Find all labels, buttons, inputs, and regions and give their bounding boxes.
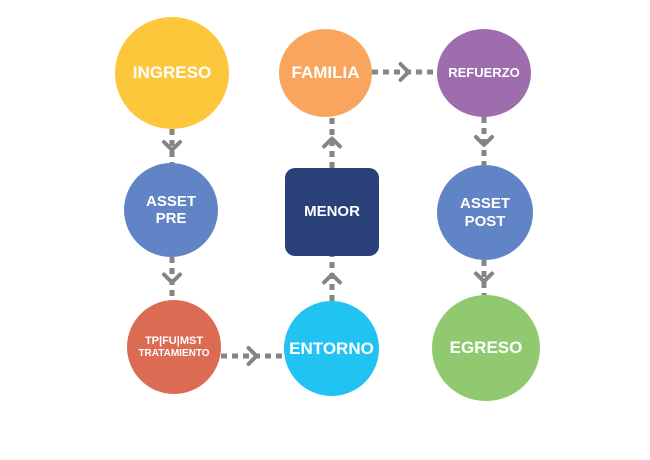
node-refuerzo: REFUERZO (437, 29, 531, 117)
connector-asset-pre-tratamiento-chevron-icon (162, 272, 182, 285)
connector-menor-familia-chevron-icon (322, 136, 342, 149)
node-ingreso-label: INGRESO (132, 63, 212, 83)
connector-familia-refuerzo (372, 62, 437, 82)
node-ingreso: INGRESO (115, 17, 229, 129)
connector-tratamiento-entorno (221, 346, 284, 366)
connector-asset-post-egreso-chevron-icon (474, 271, 494, 284)
node-asset-post-line2: POST (464, 212, 506, 230)
node-asset-pre-line1: ASSET (145, 192, 196, 210)
node-tratamiento-line2: TRATAMIENTO (138, 347, 210, 359)
connector-ingreso-asset-pre-chevron-icon (162, 140, 182, 152)
connector-refuerzo-asset-post-chevron-icon (474, 135, 494, 147)
node-tratamiento-line1: TP|FU|MST (144, 334, 204, 347)
node-entorno-label: ENTORNO (289, 338, 374, 358)
node-egreso: EGRESO (432, 295, 540, 401)
connector-entorno-menor (322, 256, 342, 301)
node-asset-pre-line2: PRE (155, 210, 187, 227)
node-tratamiento: TP|FU|MST TRATAMIENTO (127, 300, 221, 394)
node-menor-label: MENOR (304, 203, 360, 221)
node-asset-pre: ASSET PRE (124, 163, 218, 257)
node-familia: FAMILIA (279, 29, 372, 117)
connector-menor-familia (322, 117, 342, 168)
connector-tratamiento-entorno-chevron-icon (246, 346, 259, 366)
node-familia-label: FAMILIA (291, 63, 360, 83)
connector-refuerzo-asset-post (474, 117, 494, 165)
connector-asset-pre-tratamiento (162, 257, 182, 300)
node-refuerzo-label: REFUERZO (448, 64, 520, 80)
node-asset-post-line1: ASSET (459, 195, 510, 213)
connector-entorno-menor-chevron-icon (322, 272, 342, 285)
connector-ingreso-asset-pre (162, 129, 182, 163)
node-asset-post: ASSET POST (437, 165, 533, 260)
connector-asset-post-egreso (474, 260, 494, 295)
node-menor: MENOR (285, 168, 379, 256)
node-entorno: ENTORNO (284, 301, 379, 396)
node-egreso-label: EGRESO (449, 338, 523, 358)
connector-familia-refuerzo-chevron-icon (398, 62, 411, 82)
